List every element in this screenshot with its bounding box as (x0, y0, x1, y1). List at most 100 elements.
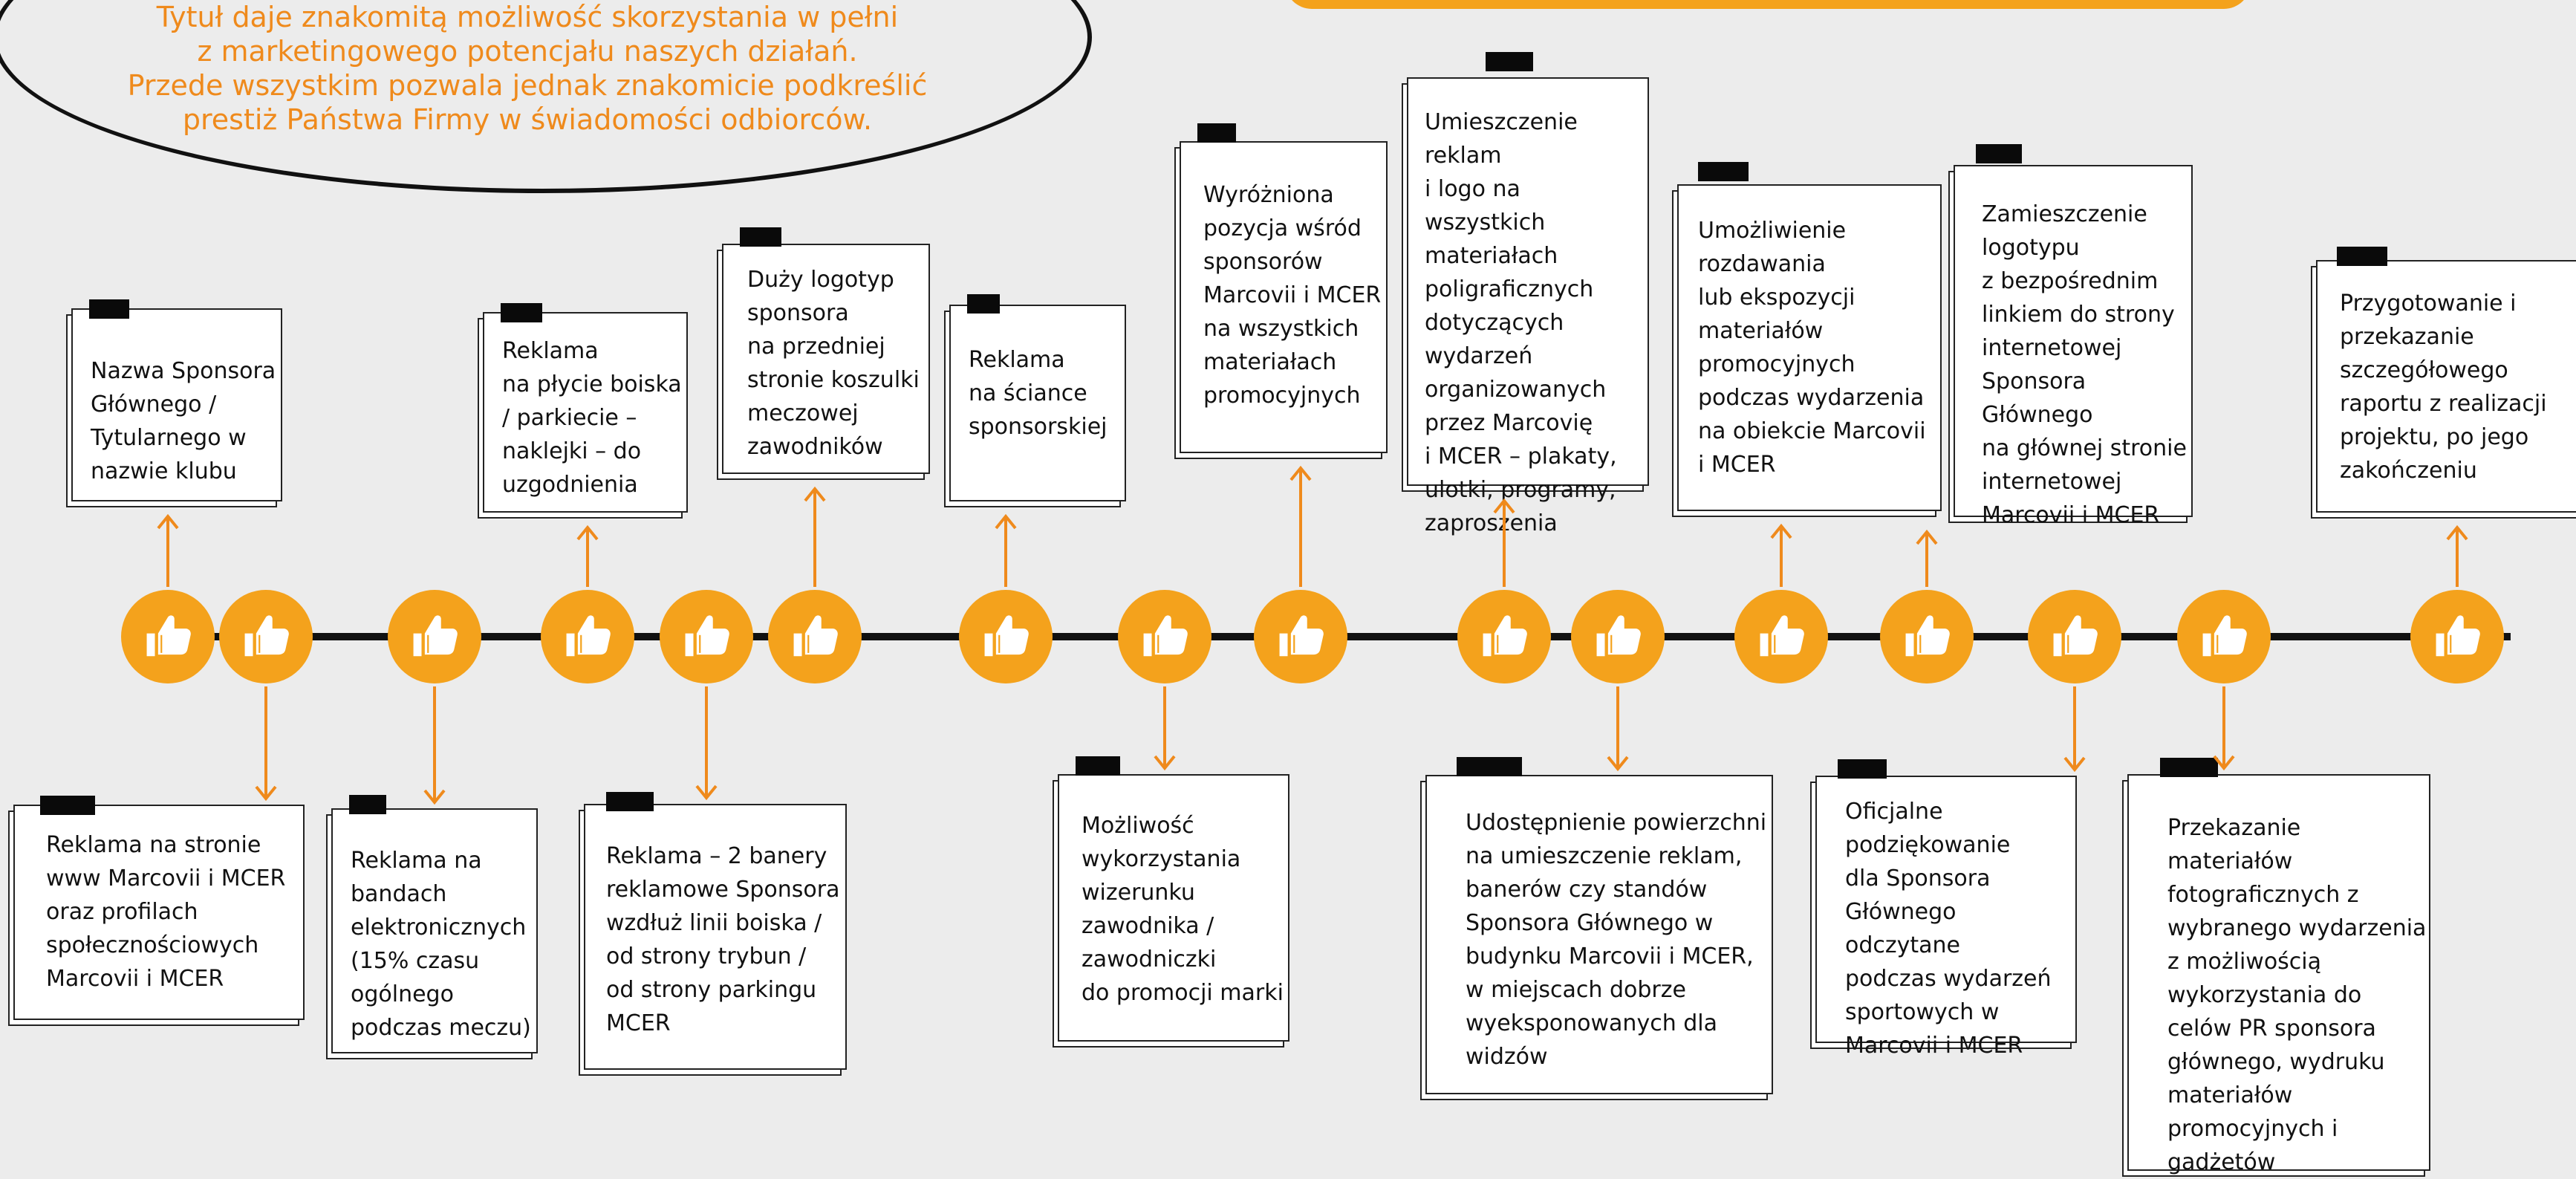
header-banner (1285, 0, 2251, 9)
connector-arrow (1289, 465, 1312, 587)
benefit-text: Udostępnienie powierzchni na umieszczeni… (1466, 810, 1767, 1070)
benefit-card: Reklama na płycie boiska / parkiecie – n… (483, 303, 688, 513)
tape-strip (740, 227, 781, 247)
thumbs-up-icon (1905, 615, 1950, 657)
benefit-card: Reklama na ściance sponsorskiej (949, 294, 1126, 501)
tape-strip (40, 796, 95, 815)
connector-arrow (695, 686, 718, 801)
benefit-text: Możliwość wykorzystania wizerunku zawodn… (1082, 813, 1284, 1006)
benefit-card: Umieszczenie reklam i logo na wszystkich… (1407, 52, 1649, 536)
thumbs-up-icon (793, 615, 838, 657)
tape-strip (1197, 123, 1236, 143)
connector-arrow (423, 686, 446, 805)
thumbs-up-icon (413, 615, 458, 657)
benefit-card: Możliwość wykorzystania wizerunku zawodn… (1058, 756, 1289, 1042)
timeline-node (660, 590, 753, 683)
thumbs-up-icon (984, 615, 1029, 657)
benefit-card: Umożliwienie rozdawania lub ekspozycji m… (1677, 162, 1942, 511)
thumbs-up-icon (566, 615, 611, 657)
tape-strip (501, 303, 542, 322)
timeline-node (2028, 590, 2121, 683)
benefit-text: Umieszczenie reklam i logo na wszystkich… (1425, 109, 1617, 536)
benefit-text: Zamieszczenie logotypu z bezpośrednim li… (1982, 201, 2187, 528)
thumbs-up-icon (1143, 615, 1188, 657)
tape-strip (349, 795, 386, 814)
thumbs-up-icon (146, 615, 191, 657)
benefit-text: Wyróżniona pozycja wśród sponsorów Marco… (1203, 182, 1382, 409)
benefit-text: Reklama na ściance sponsorskiej (969, 347, 1108, 440)
benefit-text: Umożliwienie rozdawania lub ekspozycji m… (1698, 218, 1926, 478)
timeline-node (959, 590, 1053, 683)
benefit-text: Reklama na płycie boiska / parkiecie – n… (502, 338, 682, 498)
intro-line: Tytuł daje znakomitą możliwość skorzysta… (156, 1, 899, 33)
thumbs-up-icon (1760, 615, 1804, 657)
connector-arrow (255, 686, 277, 802)
benefit-text: Duży logotyp sponsora na przedniej stron… (747, 267, 920, 460)
benefit-card: Przekazanie materiałów fotograficznych z… (2127, 758, 2430, 1175)
benefit-text: Reklama na stronie www Marcovii i MCER o… (46, 832, 286, 992)
benefit-card: Zamieszczenie logotypu z bezpośrednim li… (1954, 144, 2193, 528)
thumbs-up-icon (2202, 615, 2247, 657)
thumbs-up-icon (1596, 615, 1641, 657)
timeline-node (121, 590, 215, 683)
connector-arrow (1493, 498, 1515, 587)
benefit-text: Oficjalne podziękowanie dla Sponsora Głó… (1845, 799, 2052, 1059)
connector-arrow (2213, 686, 2235, 771)
tape-strip (606, 792, 654, 811)
timeline-node (1254, 590, 1347, 683)
timeline-node (1734, 590, 1828, 683)
benefit-card: Udostępnienie powierzchni na umieszczeni… (1425, 757, 1773, 1094)
thumbs-up-icon (2053, 615, 2098, 657)
connector-arrow (1916, 529, 1938, 587)
benefit-text: Reklama – 2 banery reklamowe Sponsora wz… (606, 843, 840, 1036)
benefit-card: Reklama na bandach elektronicznych (15% … (331, 795, 538, 1053)
connector-arrow (2063, 686, 2086, 773)
tape-strip (2337, 247, 2387, 266)
thumbs-up-icon (685, 615, 729, 657)
connector-arrow (2446, 524, 2468, 587)
benefit-card: Nazwa Sponsora Głównego / Tytularnego w … (71, 299, 282, 501)
timeline-node (1880, 590, 1974, 683)
timeline-node (768, 590, 862, 683)
benefit-text: Nazwa Sponsora Głównego / Tytularnego w … (91, 358, 276, 484)
connector-arrow (576, 524, 599, 587)
benefit-text: Przekazanie materiałów fotograficznych z… (2167, 815, 2427, 1175)
tape-strip (1838, 759, 1887, 779)
benefit-card: Reklama – 2 banery reklamowe Sponsora wz… (584, 792, 847, 1070)
thumbs-up-icon (244, 615, 289, 657)
timeline-node (219, 590, 313, 683)
tape-strip (1076, 756, 1120, 776)
thumbs-up-icon (1483, 615, 1527, 657)
benefit-card: Oficjalne podziękowanie dla Sponsora Głó… (1815, 759, 2077, 1059)
benefit-card: Przygotowanie i przekazanie szczegółoweg… (2316, 247, 2576, 513)
connector-arrow (1607, 686, 1629, 772)
connector-arrow (804, 486, 826, 587)
timeline-node (2410, 590, 2504, 683)
timeline-node (2177, 590, 2271, 683)
benefit-card: Wyróżniona pozycja wśród sponsorów Marco… (1180, 123, 1388, 453)
timeline-node (1118, 590, 1211, 683)
timeline-node (541, 590, 634, 683)
tape-strip (967, 294, 1000, 314)
tape-strip (89, 299, 129, 319)
connector-arrow (1154, 686, 1176, 771)
benefit-card: Reklama na stronie www Marcovii i MCER o… (13, 796, 305, 1020)
thumbs-up-icon (2436, 615, 2480, 657)
intro-text: Tytuł daje znakomitą możliwość skorzysta… (45, 0, 1010, 137)
timeline-node (1457, 590, 1551, 683)
tape-strip (1486, 52, 1533, 71)
connector-arrow (995, 513, 1017, 587)
benefit-card: Duży logotyp sponsora na przedniej stron… (722, 227, 930, 474)
benefit-text: Przygotowanie i przekazanie szczegółoweg… (2340, 290, 2547, 484)
intro-line: z marketingowego potencjału naszych dzia… (197, 35, 858, 68)
intro-line: Przede wszystkim pozwala jednak znakomic… (127, 69, 928, 102)
tape-strip (1457, 757, 1522, 776)
connector-arrow (1770, 523, 1792, 587)
timeline-node (1571, 590, 1665, 683)
tape-strip (1976, 144, 2022, 163)
thumbs-up-icon (1279, 615, 1324, 657)
tape-strip (2160, 758, 2218, 777)
timeline-node (388, 590, 481, 683)
tape-strip (1698, 162, 1749, 181)
